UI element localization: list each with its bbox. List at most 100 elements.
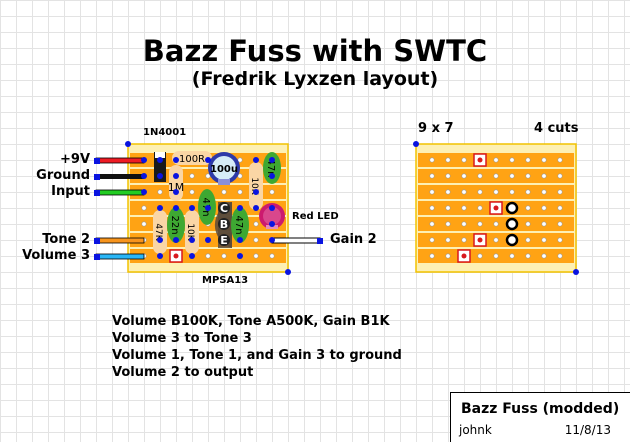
right-hole[interactable]: [509, 173, 515, 179]
right-hole[interactable]: [445, 221, 451, 227]
solder-pad[interactable]: [157, 157, 163, 163]
wire-gain-2[interactable]: [271, 237, 321, 244]
right-hole[interactable]: [493, 253, 499, 259]
wire-input[interactable]: [95, 189, 145, 196]
left-hole[interactable]: [141, 221, 147, 227]
right-hole[interactable]: [557, 237, 563, 243]
right-hole[interactable]: [461, 221, 467, 227]
right-hole[interactable]: [525, 253, 531, 259]
solder-pad[interactable]: [173, 189, 179, 195]
link-marker[interactable]: [505, 217, 519, 231]
solder-pad[interactable]: [253, 189, 259, 195]
right-hole[interactable]: [445, 205, 451, 211]
solder-pad[interactable]: [189, 253, 195, 259]
solder-pad[interactable]: [189, 237, 195, 243]
solder-pad[interactable]: [173, 205, 179, 211]
solder-pad[interactable]: [157, 205, 163, 211]
right-hole[interactable]: [541, 189, 547, 195]
right-hole[interactable]: [477, 253, 483, 259]
solder-pad[interactable]: [173, 157, 179, 163]
resistor-47k[interactable]: [153, 210, 167, 254]
left-hole[interactable]: [237, 189, 243, 195]
right-hole[interactable]: [429, 189, 435, 195]
capacitor-100u[interactable]: [208, 152, 240, 185]
wire-ground[interactable]: [96, 174, 144, 179]
solder-pad[interactable]: [205, 205, 211, 211]
resistor-100r[interactable]: [172, 151, 212, 165]
wire-9v[interactable]: [95, 157, 145, 164]
solder-pad[interactable]: [269, 221, 275, 227]
solder-pad[interactable]: [141, 157, 147, 163]
solder-pad[interactable]: [173, 237, 179, 243]
right-hole[interactable]: [541, 157, 547, 163]
right-hole[interactable]: [541, 221, 547, 227]
right-hole[interactable]: [493, 189, 499, 195]
diode-1n4001[interactable]: [154, 152, 166, 182]
right-hole[interactable]: [461, 189, 467, 195]
right-hole[interactable]: [525, 157, 531, 163]
right-hole[interactable]: [525, 173, 531, 179]
solder-pad[interactable]: [253, 205, 259, 211]
right-hole[interactable]: [477, 221, 483, 227]
left-hole[interactable]: [189, 173, 195, 179]
solder-pad[interactable]: [269, 205, 275, 211]
right-hole[interactable]: [541, 173, 547, 179]
right-hole[interactable]: [493, 221, 499, 227]
right-hole[interactable]: [493, 157, 499, 163]
right-hole[interactable]: [509, 253, 515, 259]
right-hole[interactable]: [509, 189, 515, 195]
solder-pad[interactable]: [269, 237, 275, 243]
right-hole[interactable]: [461, 173, 467, 179]
right-hole[interactable]: [525, 237, 531, 243]
solder-pad[interactable]: [237, 237, 243, 243]
wire-tone-2[interactable]: [95, 237, 145, 244]
right-hole[interactable]: [445, 157, 451, 163]
solder-pad[interactable]: [269, 173, 275, 179]
right-hole[interactable]: [525, 189, 531, 195]
left-hole[interactable]: [205, 253, 211, 259]
left-hole[interactable]: [141, 205, 147, 211]
right-hole[interactable]: [429, 205, 435, 211]
left-hole[interactable]: [221, 189, 227, 195]
left-hole[interactable]: [157, 189, 163, 195]
left-board-corner-marker[interactable]: [285, 269, 291, 275]
right-hole[interactable]: [429, 253, 435, 259]
right-hole[interactable]: [477, 205, 483, 211]
transistor-mpsa13[interactable]: [214, 202, 232, 248]
left-hole[interactable]: [221, 253, 227, 259]
solder-pad[interactable]: [253, 157, 259, 163]
right-hole[interactable]: [477, 173, 483, 179]
right-hole[interactable]: [429, 237, 435, 243]
right-hole[interactable]: [461, 157, 467, 163]
right-board-corner-marker[interactable]: [573, 269, 579, 275]
right-hole[interactable]: [557, 253, 563, 259]
solder-pad[interactable]: [157, 237, 163, 243]
solder-pad[interactable]: [189, 205, 195, 211]
right-hole[interactable]: [477, 189, 483, 195]
right-hole[interactable]: [525, 205, 531, 211]
right-board-corner-marker[interactable]: [413, 141, 419, 147]
link-marker[interactable]: [505, 201, 519, 215]
solder-pad[interactable]: [141, 189, 147, 195]
link-marker[interactable]: [505, 233, 519, 247]
left-hole[interactable]: [253, 221, 259, 227]
right-hole[interactable]: [461, 237, 467, 243]
right-hole[interactable]: [493, 173, 499, 179]
right-hole[interactable]: [557, 221, 563, 227]
solder-pad[interactable]: [205, 157, 211, 163]
solder-pad[interactable]: [237, 205, 243, 211]
left-board-corner-marker[interactable]: [125, 141, 131, 147]
right-hole[interactable]: [429, 173, 435, 179]
right-hole[interactable]: [557, 173, 563, 179]
right-hole[interactable]: [557, 157, 563, 163]
right-hole[interactable]: [541, 205, 547, 211]
right-hole[interactable]: [541, 237, 547, 243]
solder-pad[interactable]: [157, 173, 163, 179]
right-hole[interactable]: [429, 221, 435, 227]
solder-pad[interactable]: [269, 157, 275, 163]
right-hole[interactable]: [461, 205, 467, 211]
right-hole[interactable]: [445, 253, 451, 259]
right-hole[interactable]: [445, 189, 451, 195]
right-hole[interactable]: [493, 237, 499, 243]
left-hole[interactable]: [269, 253, 275, 259]
